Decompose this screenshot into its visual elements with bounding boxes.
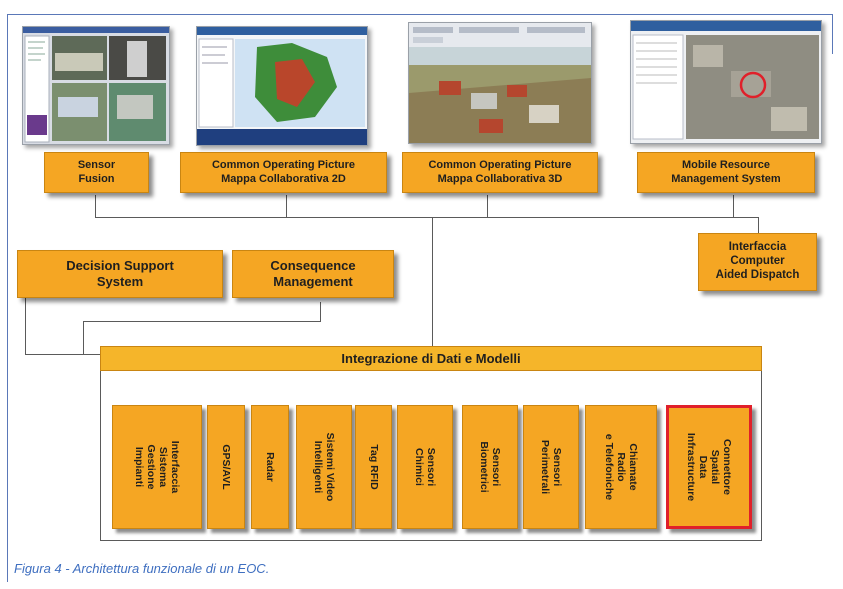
module-label: Chiamate Radio e Telefoniche <box>602 433 640 501</box>
consequence-management-box: Consequence Management <box>232 250 394 298</box>
module-spatial-data: Connettore Spatial Data Infrastructure <box>666 405 752 529</box>
cop-2d-box: Common Operating Picture Mappa Collabora… <box>180 152 387 193</box>
module-label: Interfaccia Sistema Gestione Impianti <box>132 440 182 494</box>
module-label: Sensori Chimici <box>413 447 438 487</box>
module-biometrici: Sensori Biometrici <box>462 405 518 529</box>
module-gps-avl: GPS/AVL <box>207 405 245 529</box>
decision-support-box: Decision Support System <box>17 250 223 298</box>
figure-frame <box>7 14 833 582</box>
connector-line <box>758 217 759 233</box>
module-label: Connettore Spatial Data Infrastructure <box>684 432 734 502</box>
connector-line <box>83 321 84 354</box>
mobile-resource-box: Mobile Resource Management System <box>637 152 815 193</box>
module-radar: Radar <box>251 405 289 529</box>
module-impianti: Interfaccia Sistema Gestione Impianti <box>112 405 202 529</box>
connector-line <box>95 195 96 217</box>
sensor-fusion-box: Sensor Fusion <box>44 152 149 193</box>
cop-3d-screenshot <box>408 22 592 144</box>
connector-line <box>320 302 321 321</box>
connector-line <box>432 217 433 346</box>
mobile-resource-screenshot <box>630 20 822 144</box>
connector-line <box>25 295 26 354</box>
module-label: Tag RFID <box>367 444 380 490</box>
connector-line <box>487 195 488 217</box>
module-label: Sensori Perimetrali <box>539 439 564 495</box>
connector-line <box>83 321 321 322</box>
connector-line <box>286 195 287 217</box>
dispatch-interface-box: Interfaccia Computer Aided Dispatch <box>698 233 817 291</box>
module-rfid: Tag RFID <box>355 405 392 529</box>
module-label: Radar <box>264 452 277 482</box>
connector-line <box>95 217 759 218</box>
cop-2d-screenshot <box>196 26 368 146</box>
integration-title-bar: Integrazione di Dati e Modelli <box>100 346 762 371</box>
module-label: Sensori Biometrici <box>478 441 503 493</box>
connector-line <box>733 195 734 217</box>
sensor-fusion-screenshot <box>22 26 170 145</box>
figure-caption: Figura 4 - Architettura funzionale di un… <box>14 561 270 576</box>
module-label: GPS/AVL <box>220 444 233 490</box>
module-chimici: Sensori Chimici <box>397 405 453 529</box>
module-chiamate: Chiamate Radio e Telefoniche <box>585 405 657 529</box>
cop-3d-box: Common Operating Picture Mappa Collabora… <box>402 152 598 193</box>
module-label: Sistemi Video Intelligenti <box>312 432 337 502</box>
module-perimetrali: Sensori Perimetrali <box>523 405 579 529</box>
module-video: Sistemi Video Intelligenti <box>296 405 352 529</box>
frame-right-edge <box>832 14 833 54</box>
connector-line <box>25 354 100 355</box>
